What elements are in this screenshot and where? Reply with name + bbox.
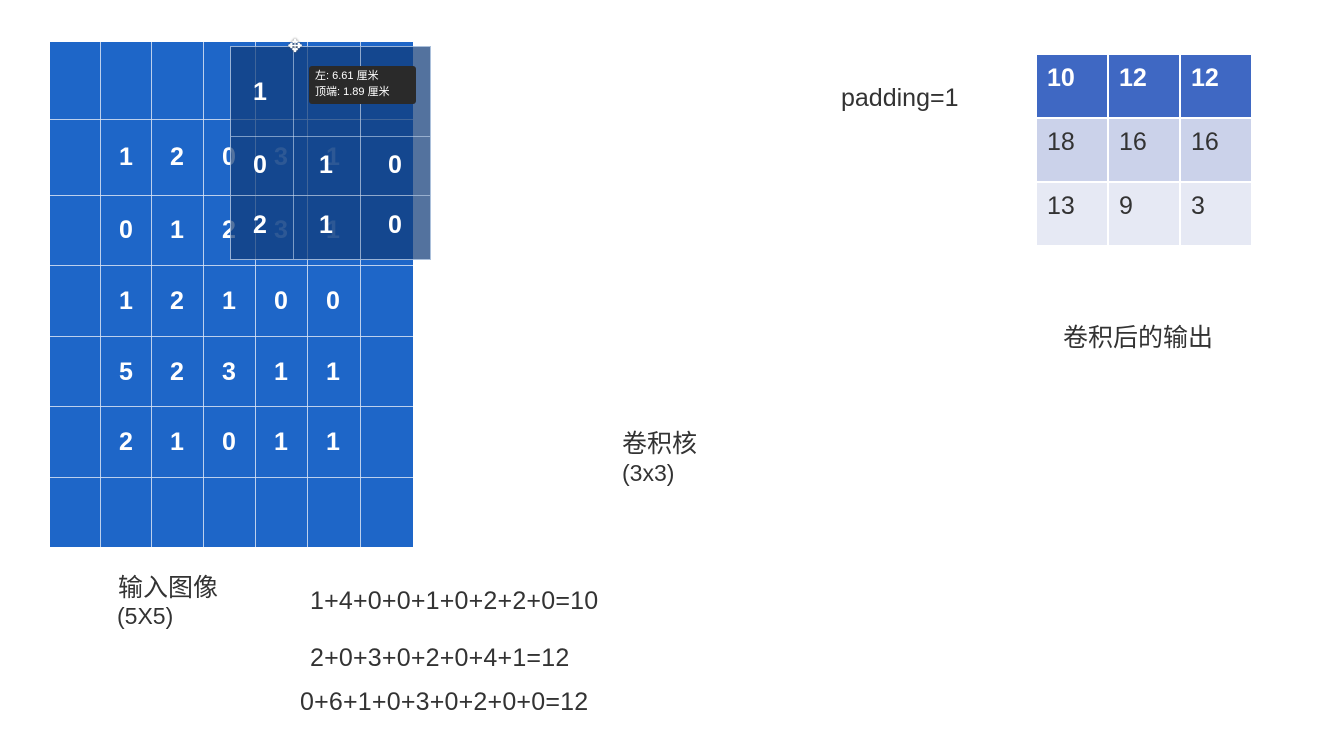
input-cell: 0 — [274, 287, 288, 315]
input-cell: 3 — [222, 358, 236, 386]
kernel-cell: 0 — [388, 151, 402, 179]
formula-line: 1+4+0+0+1+0+2+2+0=10 — [310, 587, 599, 615]
input-cell: 2 — [170, 358, 184, 386]
padding-label: padding=1 — [841, 84, 959, 112]
input-cell: 1 — [119, 287, 133, 315]
output-table: 10 12 12 18 16 16 13 9 3 — [1037, 55, 1252, 247]
grid-line — [100, 42, 101, 547]
formula-line: 2+0+3+0+2+0+4+1=12 — [310, 644, 570, 672]
grid-line — [360, 47, 361, 259]
grid-line — [50, 265, 413, 266]
position-tooltip: 左: 6.61 厘米 顶端: 1.89 厘米 — [309, 66, 416, 104]
input-cell: 0 — [119, 216, 133, 244]
input-cell: 1 — [326, 358, 340, 386]
tooltip-left: 左: 6.61 厘米 — [315, 70, 379, 82]
input-cell: 2 — [170, 287, 184, 315]
tooltip-top: 顶端: 1.89 厘米 — [315, 86, 390, 98]
output-label: 卷积后的输出 — [1063, 324, 1214, 352]
move-cursor-icon[interactable]: ✥ — [287, 36, 303, 56]
input-cell: 0 — [222, 428, 236, 456]
input-cell: 1 — [170, 428, 184, 456]
output-cell: 3 — [1181, 183, 1251, 245]
input-cell: 1 — [274, 358, 288, 386]
kernel-cell: 2 — [253, 211, 267, 239]
output-cell: 9 — [1109, 183, 1179, 245]
input-cell: 2 — [170, 143, 184, 171]
grid-line — [203, 42, 204, 547]
input-cell: 5 — [119, 358, 133, 386]
kernel-size-label: (3x3) — [622, 460, 675, 486]
output-cell: 10 — [1037, 55, 1107, 117]
formula-line: 0+6+1+0+3+0+2+0+0=12 — [300, 688, 589, 716]
grid-line — [307, 42, 308, 547]
input-cell: 1 — [222, 287, 236, 315]
kernel-cell: 1 — [319, 211, 333, 239]
output-cell: 16 — [1181, 119, 1251, 181]
grid-line — [293, 47, 294, 259]
input-size-label: (5X5) — [117, 603, 174, 629]
grid-line — [360, 42, 361, 547]
grid-line — [231, 136, 430, 137]
grid-line — [50, 336, 413, 337]
kernel-label: 卷积核 — [622, 430, 698, 458]
grid-line — [50, 477, 413, 478]
input-cell: 1 — [274, 428, 288, 456]
output-cell: 12 — [1109, 55, 1179, 117]
kernel-cell: 1 — [253, 78, 267, 106]
grid-line — [255, 42, 256, 547]
grid-line — [151, 42, 152, 547]
input-cell: 1 — [170, 216, 184, 244]
input-cell: 1 — [326, 428, 340, 456]
output-cell: 12 — [1181, 55, 1251, 117]
grid-line — [50, 406, 413, 407]
input-image-label: 输入图像 — [118, 574, 219, 602]
output-cell: 13 — [1037, 183, 1107, 245]
kernel-cell: 0 — [388, 211, 402, 239]
kernel-cell: 0 — [253, 151, 267, 179]
kernel-cell: 1 — [319, 151, 333, 179]
output-cell: 18 — [1037, 119, 1107, 181]
input-cell: 1 — [119, 143, 133, 171]
input-cell: 0 — [326, 287, 340, 315]
output-cell: 16 — [1109, 119, 1179, 181]
grid-line — [231, 195, 430, 196]
input-cell: 2 — [119, 428, 133, 456]
